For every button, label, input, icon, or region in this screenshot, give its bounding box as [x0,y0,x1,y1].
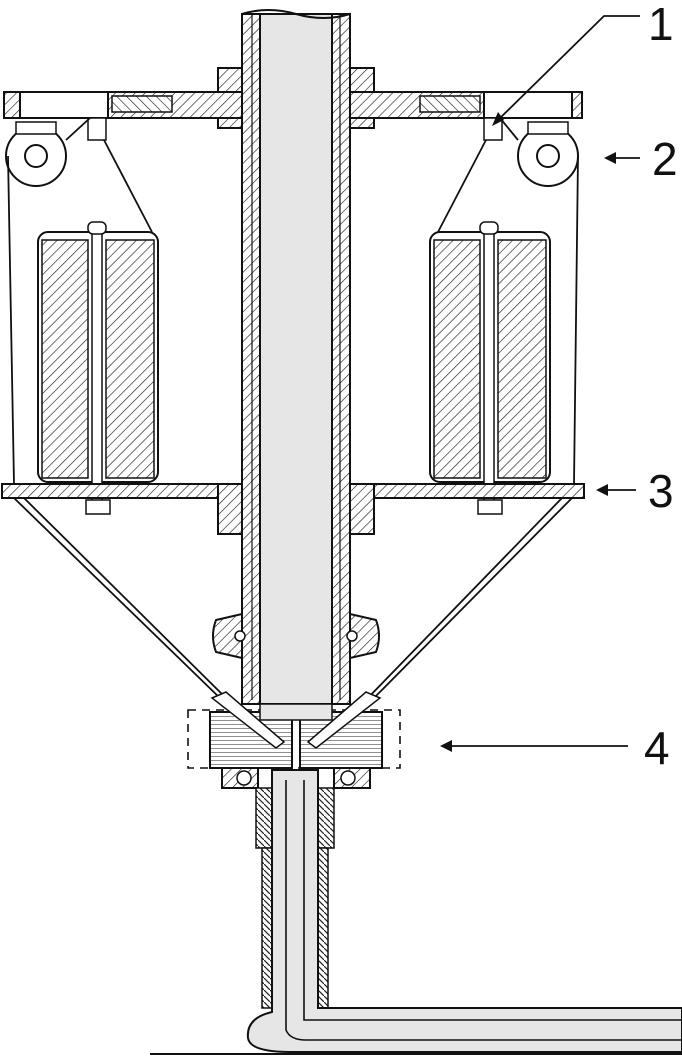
callout-1: 1 [492,0,674,126]
callout-label-4: 4 [644,722,670,774]
bobbin-left [37,221,159,515]
callout-label-2: 2 [652,133,678,185]
pulley-right [517,121,579,187]
callout-3: 3 [596,465,674,517]
frame-lines [7,117,579,705]
collar [212,612,380,660]
callout-2: 2 [604,133,678,185]
callout-label-3: 3 [648,465,674,517]
callout-label-1: 1 [648,0,674,50]
die-block [187,691,401,789]
central-shaft [241,9,351,705]
callout-4: 4 [440,722,670,774]
output-cable [246,769,682,1053]
pulley-left [5,121,67,187]
bobbin-right [429,221,551,515]
bottom-plate [1,483,585,535]
top-plate [3,67,583,141]
